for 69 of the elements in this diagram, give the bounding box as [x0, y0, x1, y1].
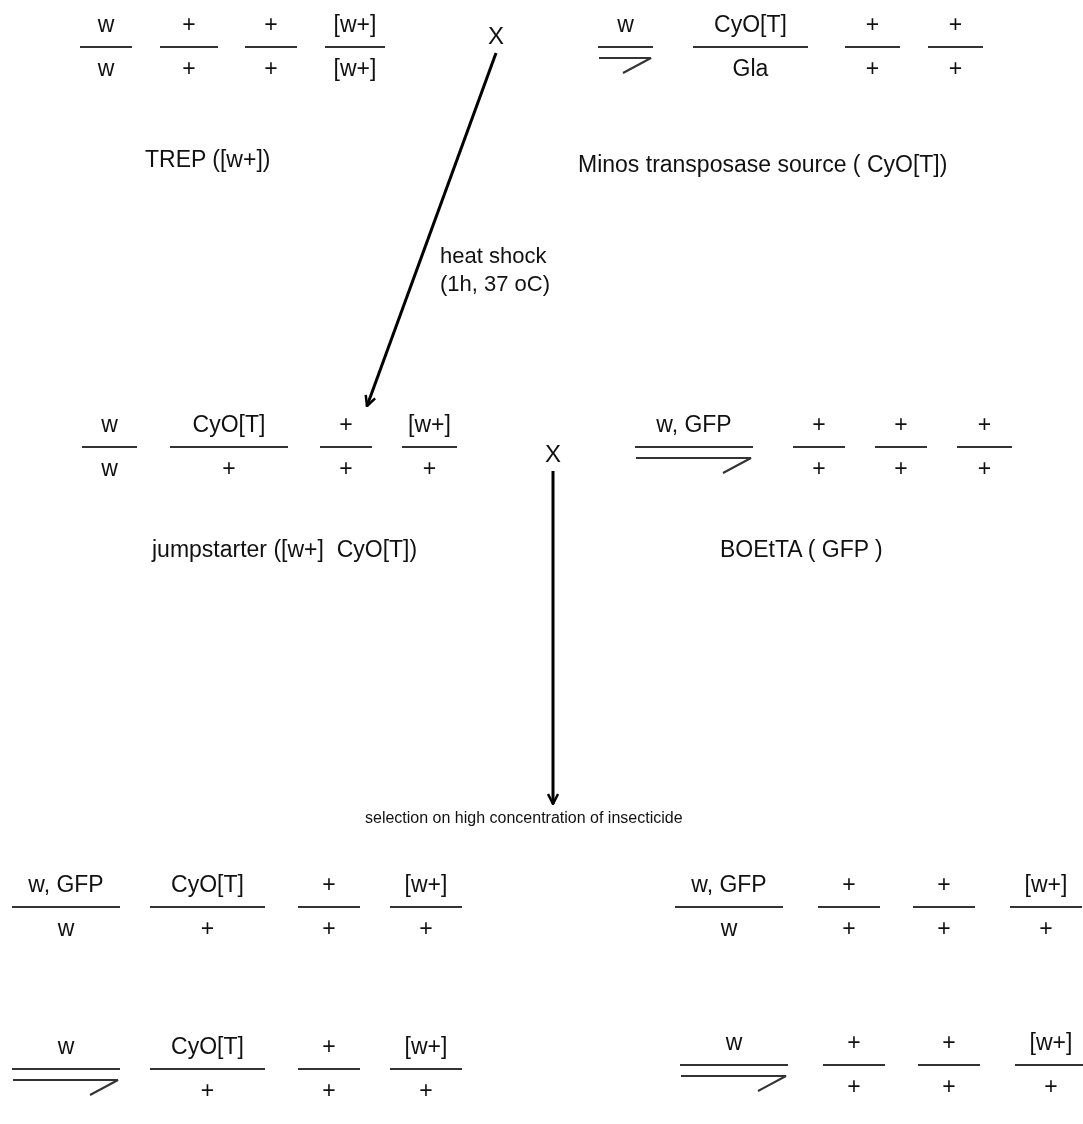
allele-label: +: [1039, 914, 1053, 942]
allele-label: +: [322, 914, 336, 942]
allele-label: +: [948, 10, 963, 38]
allele-label: +: [865, 54, 880, 82]
allele-label: +: [977, 410, 992, 438]
allele-label: +: [422, 454, 437, 482]
allele-label: +: [842, 870, 856, 898]
allele-label: [w+]: [333, 10, 377, 38]
allele-label: +: [847, 1028, 861, 1056]
allele-label: CyO[T]: [171, 1032, 244, 1060]
allele-label: +: [894, 410, 908, 438]
cross-symbol: X: [545, 440, 561, 468]
allele-label: +: [847, 1072, 861, 1100]
allele-label: w: [720, 914, 738, 942]
allele-label: +: [419, 1076, 433, 1104]
allele-label: +: [419, 914, 433, 942]
allele-label: w: [617, 10, 634, 38]
allele-label: +: [894, 454, 908, 482]
allele-label: w, GFP: [28, 870, 104, 898]
allele-label: +: [942, 1028, 956, 1056]
allele-label: [w+]: [408, 410, 451, 438]
allele-label: w: [97, 54, 115, 82]
allele-label: [w+]: [404, 870, 448, 898]
strain-caption: TREP ([w+]): [145, 145, 271, 173]
strain-caption: BOEtTA ( GFP ): [720, 535, 883, 563]
allele-label: +: [812, 454, 826, 482]
allele-label: [w+]: [1029, 1028, 1073, 1056]
allele-label: w, GFP: [691, 870, 767, 898]
allele-label: w, GFP: [656, 410, 732, 438]
allele-label: +: [937, 870, 951, 898]
allele-label: +: [322, 1032, 336, 1060]
allele-label: w: [725, 1028, 743, 1056]
allele-label: +: [937, 914, 951, 942]
allele-label: +: [200, 1076, 215, 1104]
allele-label: +: [1044, 1072, 1058, 1100]
allele-label: w: [101, 410, 118, 438]
allele-label: +: [948, 54, 963, 82]
allele-label: CyO[T]: [171, 870, 244, 898]
allele-label: CyO[T]: [192, 410, 266, 438]
allele-label: +: [865, 10, 880, 38]
allele-label: w: [101, 454, 118, 482]
allele-label: +: [182, 54, 196, 82]
cross-symbol: X: [488, 22, 504, 50]
allele-label: +: [812, 410, 826, 438]
allele-label: +: [322, 870, 336, 898]
allele-label: [w+]: [1024, 870, 1068, 898]
note-text: selection on high concentration of insecticide: [365, 809, 683, 826]
allele-label: w: [57, 914, 75, 942]
allele-label: +: [942, 1072, 956, 1100]
allele-label: +: [182, 10, 196, 38]
allele-label: w: [57, 1032, 75, 1060]
strain-caption: Minos transposase source ( CyO[T]): [578, 150, 948, 178]
allele-label: [w+]: [333, 54, 377, 82]
allele-label: +: [322, 1076, 336, 1104]
allele-label: +: [264, 54, 278, 82]
allele-label: +: [264, 10, 278, 38]
allele-label: +: [339, 454, 353, 482]
arrow: [546, 471, 560, 806]
arrow: [364, 52, 498, 408]
allele-label: +: [339, 410, 353, 438]
strain-caption: jumpstarter ([w+] CyO[T]): [152, 535, 418, 563]
allele-label: +: [222, 454, 236, 482]
allele-label: w: [97, 10, 115, 38]
allele-label: [w+]: [404, 1032, 448, 1060]
allele-label: +: [200, 914, 215, 942]
allele-label: +: [842, 914, 856, 942]
allele-label: CyO[T]: [714, 10, 787, 38]
allele-label: +: [977, 454, 992, 482]
allele-label: Gla: [732, 54, 769, 82]
